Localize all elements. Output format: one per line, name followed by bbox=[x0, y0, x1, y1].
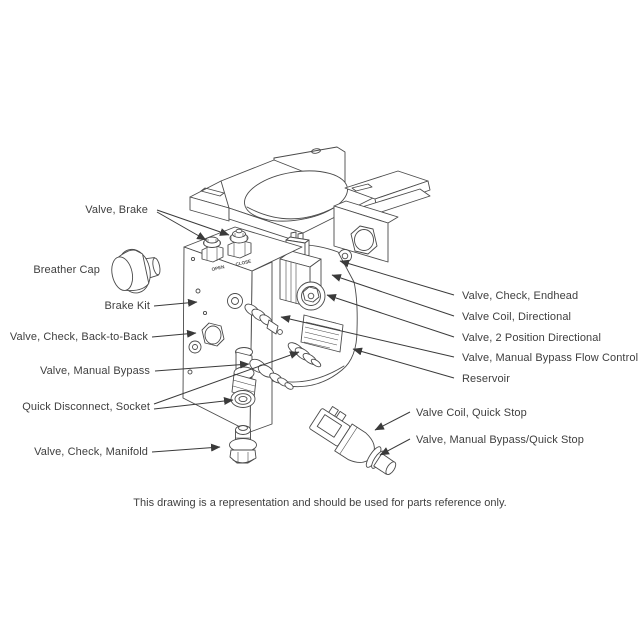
endhead-block-drawing bbox=[333, 200, 399, 263]
label-reservoir: Reservoir bbox=[462, 373, 510, 385]
manifold-block-drawing: OPEN CLOSE bbox=[182, 226, 303, 433]
label-valve-check-manifold: Valve, Check, Manifold bbox=[34, 446, 148, 458]
label-breather-cap: Breather Cap bbox=[33, 264, 100, 276]
quick-stop-valve-drawing bbox=[309, 406, 397, 475]
label-valve-check-back-to-back: Valve, Check, Back-to-Back bbox=[9, 331, 148, 343]
label-valve-coil-quick-stop: Valve Coil, Quick Stop bbox=[416, 407, 527, 419]
label-valve-coil-directional: Valve Coil, Directional bbox=[462, 311, 572, 323]
label-valve-manual-bypass-flow-control: Valve, Manual Bypass Flow Control bbox=[462, 352, 639, 364]
leader-lines bbox=[151, 209, 455, 456]
label-valve-check-endhead: Valve, Check, Endhead bbox=[462, 290, 579, 302]
label-valve-manual-bypass-quick-stop: Valve, Manual Bypass/Quick Stop bbox=[416, 434, 584, 446]
label-brake-kit: Brake Kit bbox=[104, 300, 150, 312]
footnote: This drawing is a representation and sho… bbox=[133, 497, 507, 509]
directional-valve-drawing bbox=[279, 231, 326, 311]
manifold-check-valve-drawing bbox=[229, 425, 257, 464]
label-valve-manual-bypass: Valve, Manual Bypass bbox=[39, 365, 150, 377]
motor-mount-bracket-drawing bbox=[189, 146, 431, 244]
marking-open: OPEN bbox=[211, 264, 225, 272]
marking-close: CLOSE bbox=[235, 259, 252, 267]
label-valve-2-position-directional: Valve, 2 Position Directional bbox=[462, 332, 602, 344]
label-valve-brake: Valve, Brake bbox=[85, 204, 148, 216]
label-quick-disconnect-socket: Quick Disconnect, Socket bbox=[22, 401, 150, 413]
brake-valves-drawing bbox=[201, 228, 252, 263]
breather-cap-drawing bbox=[111, 248, 161, 294]
